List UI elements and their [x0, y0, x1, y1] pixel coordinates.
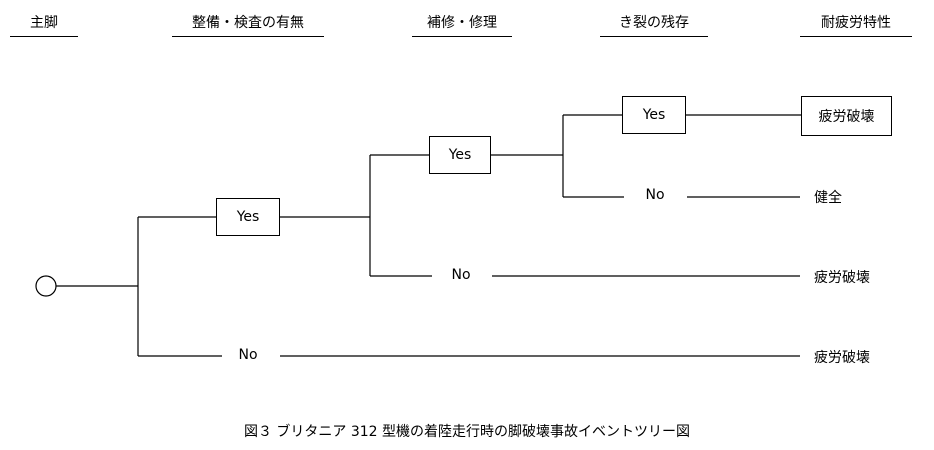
crack-no-label: No — [645, 187, 665, 203]
outcome-fatigue-failure-maintenance-no: 疲労破壊 — [814, 350, 870, 366]
column-header-maintenance: 整備・検査の有無 — [172, 12, 324, 37]
repair-no-label: No — [451, 267, 471, 283]
outcome-fatigue-failure-repair-no: 疲労破壊 — [814, 270, 870, 286]
outcome-sound: 健全 — [814, 190, 842, 206]
column-header-crack: き裂の残存 — [600, 12, 708, 37]
repair-yes-box: Yes — [429, 136, 491, 174]
column-header-repair: 補修・修理 — [412, 12, 512, 37]
start-node — [35, 275, 57, 297]
column-header-main-leg: 主脚 — [10, 12, 78, 37]
crack-yes-box: Yes — [622, 96, 686, 134]
figure-caption: 図３ ブリタニア 312 型機の着陸走行時の脚破壊事故イベントツリー図 — [243, 424, 691, 440]
column-header-fatigue: 耐疲労特性 — [800, 12, 912, 37]
maintenance-yes-box: Yes — [216, 198, 280, 236]
maintenance-no-label: No — [238, 347, 258, 363]
outcome-fatigue-failure-box: 疲労破壊 — [801, 96, 892, 136]
